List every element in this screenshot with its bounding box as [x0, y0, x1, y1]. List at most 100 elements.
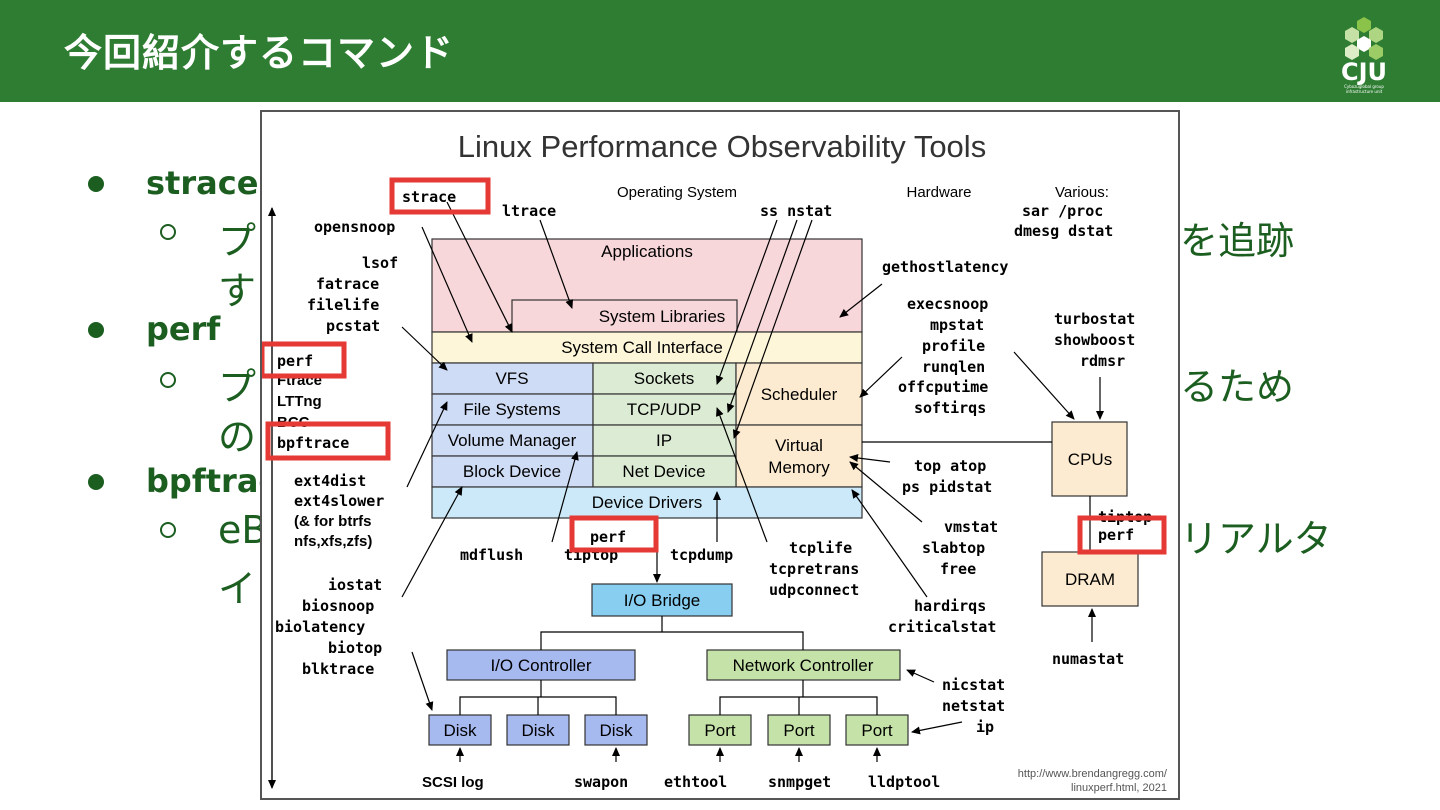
tool-various-2: dmesg dstat: [1014, 222, 1113, 240]
virtual-memory-box: [735, 424, 863, 488]
bullet-strace-desc: プ: [218, 219, 257, 263]
applications-label: Applications: [601, 242, 693, 261]
port-label-1: Port: [704, 721, 735, 740]
credit-line-2: linuxperf.html, 2021: [1071, 782, 1167, 794]
tool-various-1: sar /proc: [1022, 202, 1103, 220]
arrow-ss-2: [726, 219, 798, 413]
arrow-ss-1: [715, 219, 778, 385]
disk-box-3: [584, 714, 648, 746]
arrow-ext4: [406, 401, 448, 488]
tool-profile: profile: [922, 337, 985, 355]
tool-ip: ip: [976, 718, 994, 736]
logo-subtitle: Cybozuglobal group infrastructure unit: [1344, 84, 1384, 94]
system-call-interface-layer: [431, 331, 863, 364]
bullet-bpftrace-desc-right: リアルタ: [1180, 517, 1332, 561]
tool-swapon: swapon: [574, 773, 628, 791]
block-device-box: [431, 455, 594, 488]
arrow-gethostlatency: [839, 283, 883, 318]
tool-vmstat: vmstat: [944, 518, 998, 536]
sub-bullet-circle: [160, 372, 176, 388]
tool-opensnoop: opensnoop: [314, 218, 395, 236]
arrow-lsof: [401, 326, 448, 371]
port-box-1: [688, 714, 752, 746]
tool-perf-right: perf: [1098, 526, 1134, 544]
slide-header: 今回紹介するコマンド CJU Cybozuglobal group infras…: [0, 0, 1440, 102]
arrow-ltrace: [539, 219, 574, 309]
ip-layer-label: IP: [656, 431, 672, 450]
net-device-box: [592, 455, 737, 488]
bullet-bpftrace: bpftrac: [146, 462, 278, 500]
bullet-strace-desc-line2: す: [218, 269, 257, 313]
tool-runqlen: runqlen: [922, 358, 985, 376]
tool-iostat: iostat: [328, 576, 382, 594]
system-libraries-label: System Libraries: [599, 307, 726, 326]
network-controller-box: [706, 649, 901, 681]
credit-line-1: http://www.brendangregg.com/: [1018, 768, 1168, 780]
disk-box-1: [428, 714, 492, 746]
tool-snmpget: snmpget: [768, 773, 831, 791]
tool-udpconnect: udpconnect: [769, 581, 859, 599]
logo-wordmark: CJU: [1340, 58, 1388, 86]
disk-label-2: Disk: [521, 721, 555, 740]
disk-label-1: Disk: [443, 721, 477, 740]
tool-turbostat: turbostat: [1054, 310, 1135, 328]
virtual-memory-label-2: Memory: [768, 458, 830, 477]
tool-ext4slower: ext4slower: [294, 492, 384, 510]
tool-lsof: lsof: [362, 254, 398, 272]
network-controller-label: Network Controller: [733, 656, 874, 675]
port-label-3: Port: [861, 721, 892, 740]
vfs-label: VFS: [495, 369, 528, 388]
cju-logo: CJU Cybozuglobal group infrastructure un…: [1334, 14, 1394, 94]
tool-top-atop: top atop: [914, 457, 986, 475]
tool-offcputime: offcputime: [898, 378, 988, 396]
tool-ps-pidstat: ps pidstat: [902, 478, 992, 496]
arrow-ip-port: [911, 721, 963, 735]
arrow-execsnoop: [859, 356, 903, 398]
heading-hardware: Hardware: [906, 184, 971, 201]
arrow-profile-cpu: [1013, 351, 1075, 420]
tool-rdmsr: rdmsr: [1080, 352, 1125, 370]
heading-various: Various:: [1055, 184, 1109, 201]
bullet-dot: [88, 176, 104, 192]
tool-nfs-xfs-zfs: nfs,xfs,zfs): [294, 533, 372, 550]
arrow-opensnoop: [421, 226, 473, 343]
io-controller-label: I/O Controller: [490, 656, 591, 675]
tool-mdflush: mdflush: [460, 546, 523, 564]
tool-free: free: [940, 560, 976, 578]
highlight-strace: [389, 177, 491, 215]
ip-box: [592, 424, 737, 457]
io-bridge-label: I/O Bridge: [624, 591, 701, 610]
arrow-vmstat: [849, 461, 923, 523]
sockets-box: [592, 362, 737, 395]
tool-nicstat: nicstat: [942, 676, 1005, 694]
sub-bullet-circle: [160, 522, 176, 538]
tool-criticalstat: criticalstat: [888, 618, 996, 636]
tool-mpstat: mpstat: [930, 316, 984, 334]
system-call-interface-label: System Call Interface: [561, 338, 723, 357]
block-device-label: Block Device: [463, 462, 561, 481]
tool-hardirqs: hardirqs: [914, 597, 986, 615]
tool-execsnoop: execsnoop: [907, 295, 988, 313]
scheduler-label: Scheduler: [761, 385, 838, 404]
bullet-perf-desc: プ: [218, 365, 257, 409]
system-libraries-layer: [511, 299, 738, 333]
bullet-dot: [88, 322, 104, 338]
cpus-box: [1051, 421, 1128, 497]
arrow-hardirqs: [851, 489, 928, 598]
arrow-nicstat: [906, 669, 935, 683]
bullet-bpftrace-desc-line2: イ: [218, 567, 257, 611]
tool-strace: strace: [402, 188, 456, 206]
sockets-label: Sockets: [634, 369, 694, 388]
tool-ss-nstat: ss nstat: [760, 202, 832, 220]
bullet-strace: strace: [146, 164, 259, 202]
hexagon-cluster-icon: [1345, 17, 1383, 60]
bullet-perf-desc-right: るため: [1180, 365, 1295, 409]
tool-ltrace: ltrace: [502, 202, 556, 220]
arrow-strace: [446, 201, 513, 333]
tool-perf-mid: perf: [590, 528, 626, 546]
bullet-perf-desc-line2: の: [218, 415, 257, 459]
tool-biotop: biotop: [328, 639, 382, 657]
arrow-blktrace: [411, 651, 434, 711]
arrow-tcplife: [716, 407, 768, 543]
tool-softirqs: softirqs: [914, 399, 986, 417]
